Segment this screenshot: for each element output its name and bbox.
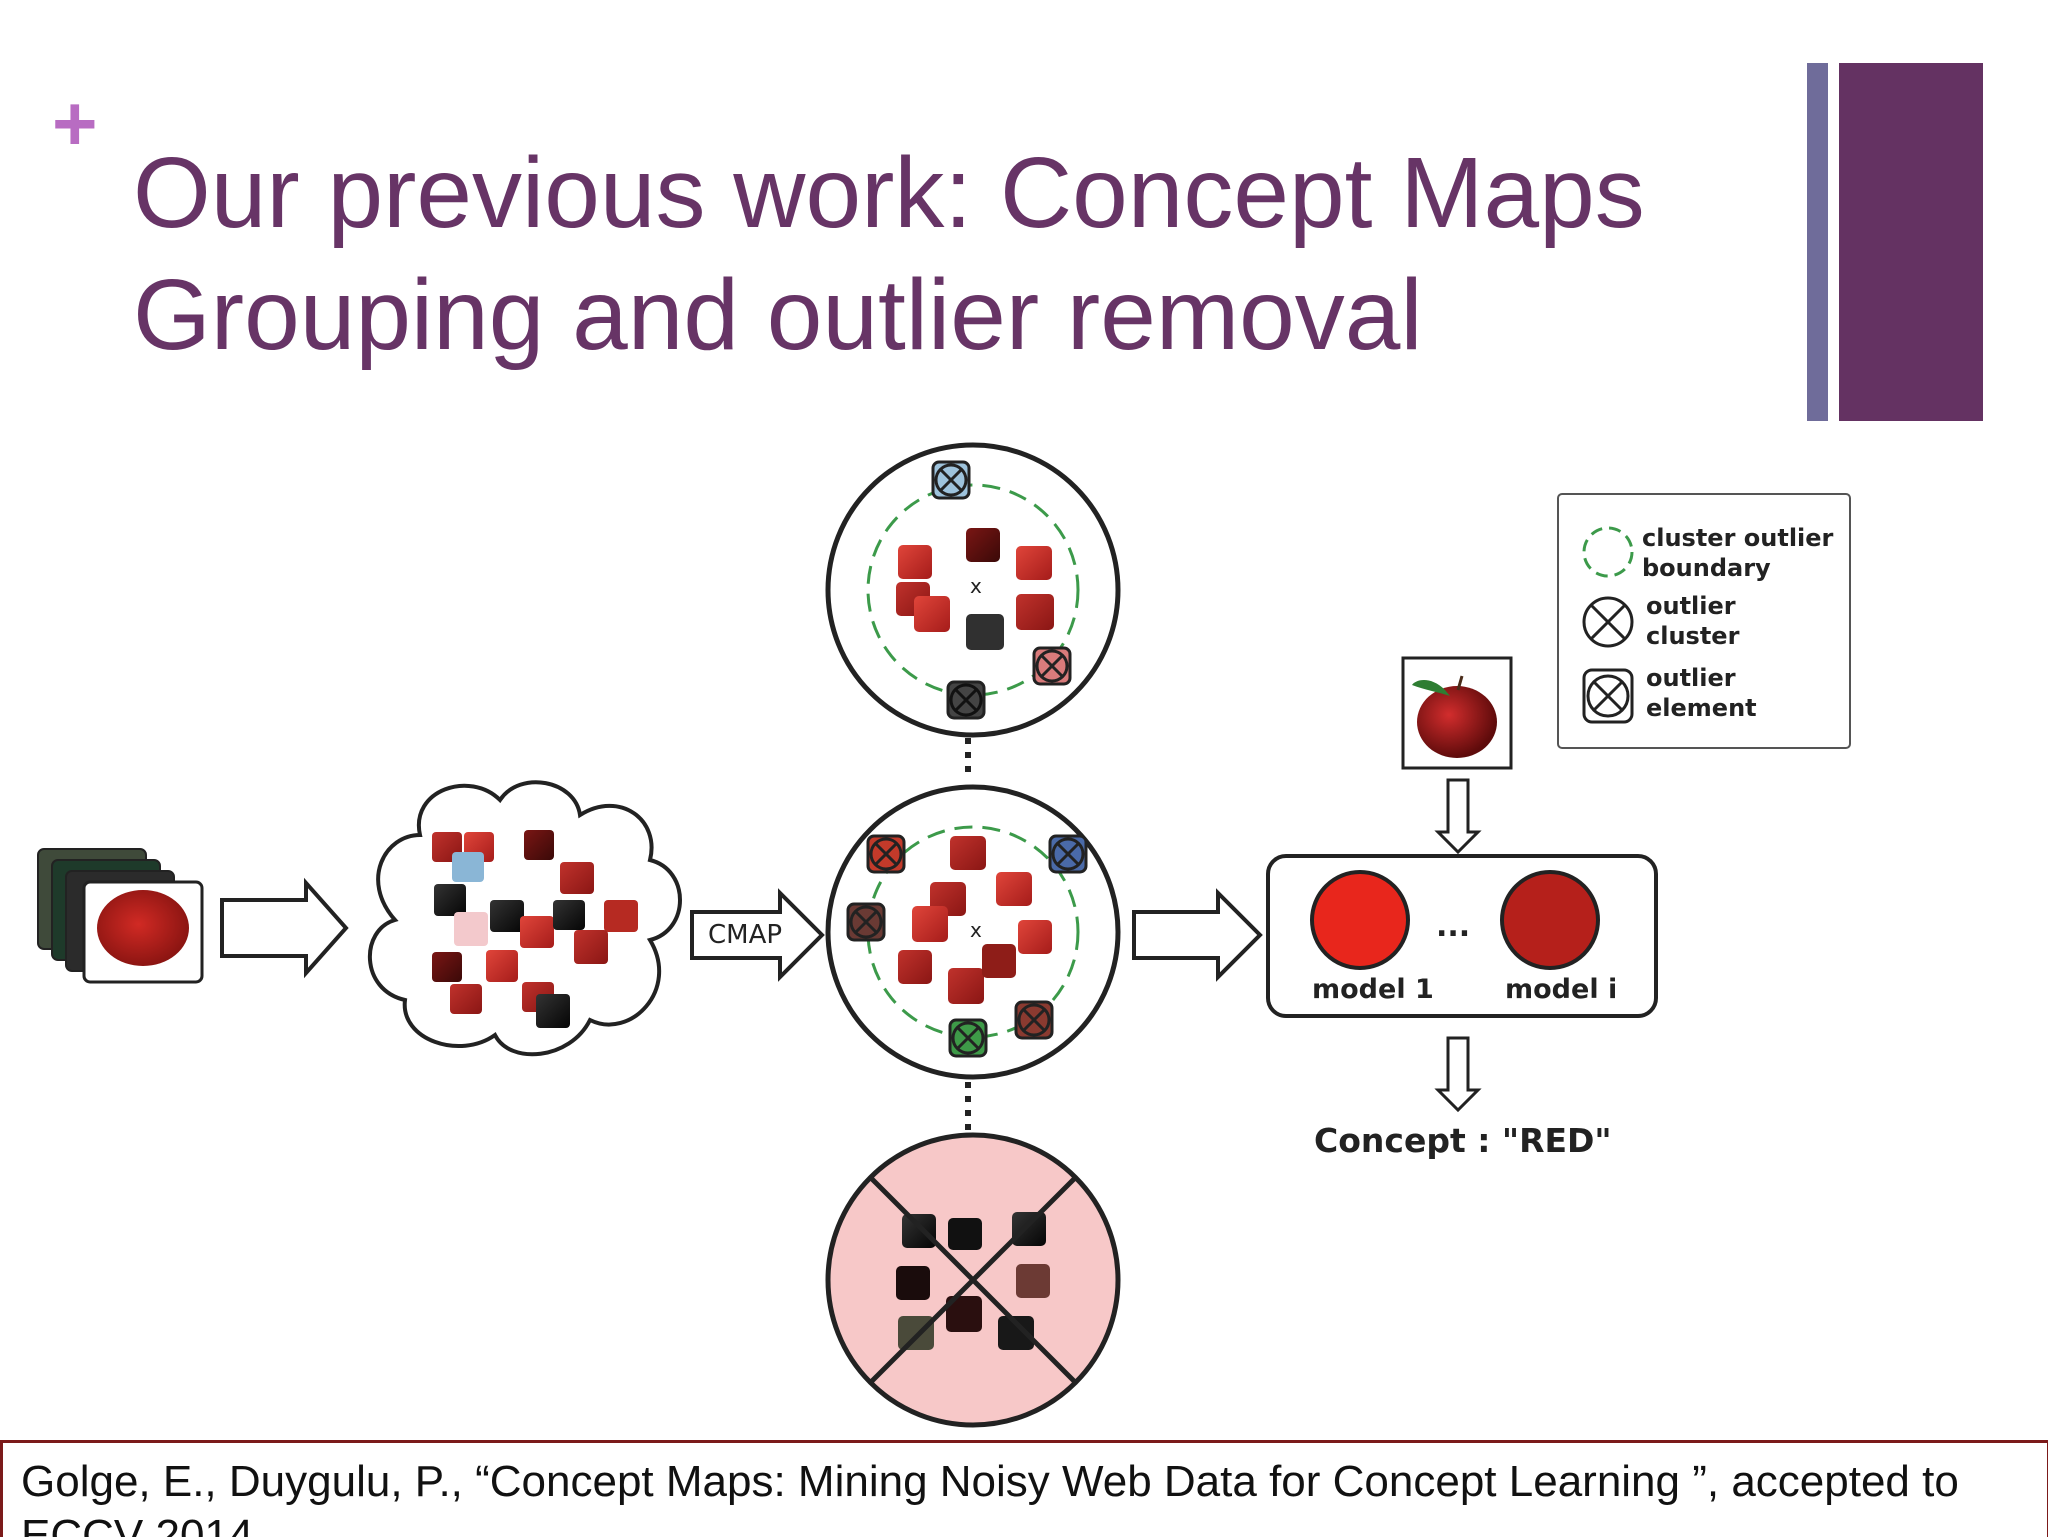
decor-bar-thin xyxy=(1807,63,1828,421)
title-line-2: Grouping and outlier removal xyxy=(133,259,1423,371)
cluster-middle: x xyxy=(825,784,1121,1080)
down-arrow-concept xyxy=(1434,1036,1482,1113)
cmap-arrow xyxy=(690,888,825,982)
legend-outlier-element-line1: outlier xyxy=(1646,664,1736,692)
title-line-1: Our previous work: Concept Maps xyxy=(133,137,1645,249)
concept-label: Concept : "RED" xyxy=(1314,1121,1612,1160)
outlier-element-legend-icon xyxy=(1582,668,1634,724)
model-i-label: model i xyxy=(1505,974,1617,1005)
citation-text: Golge, E., Duygulu, P., “Concept Maps: M… xyxy=(21,1457,1959,1537)
plus-icon: + xyxy=(52,79,98,167)
cmap-label: CMAP xyxy=(708,920,782,950)
legend-outlier-cluster-line1: outlier xyxy=(1646,592,1736,620)
cluster-center-mark: x xyxy=(970,918,982,942)
input-image-stack xyxy=(37,848,204,984)
outlier-element-icon xyxy=(866,834,906,874)
cluster-top: x xyxy=(825,442,1121,738)
flow-arrow-2 xyxy=(1132,888,1263,982)
outlier-cluster-bottom xyxy=(825,1132,1121,1428)
slide-title: Our previous work: Concept Maps Grouping… xyxy=(133,132,1773,376)
outlier-element-icon xyxy=(948,1018,988,1058)
cluster-center-mark: x xyxy=(970,574,982,598)
boundary-legend-icon xyxy=(1582,526,1634,578)
image-cloud xyxy=(368,780,682,1057)
model-1-label: model 1 xyxy=(1312,974,1434,1005)
outlier-element-icon xyxy=(1014,1000,1054,1040)
flow-arrow-1 xyxy=(220,877,349,979)
citation-box: Golge, E., Duygulu, P., “Concept Maps: M… xyxy=(0,1440,2048,1537)
outlier-element-icon xyxy=(946,680,986,720)
apple-image xyxy=(1401,656,1513,770)
outlier-element-icon xyxy=(1048,834,1088,874)
legend-box: cluster outlier boundary outlier cluster… xyxy=(1557,493,1851,749)
model-1-circle xyxy=(1310,870,1410,970)
legend-outlier-cluster-line2: cluster xyxy=(1646,622,1740,650)
down-arrow-apple xyxy=(1434,778,1482,855)
concept-maps-diagram: CMAP x xyxy=(37,442,1851,1428)
outlier-cluster-legend-icon xyxy=(1582,596,1634,648)
models-ellipsis: ... xyxy=(1436,909,1470,944)
legend-outlier-element-line2: element xyxy=(1646,694,1757,722)
outlier-element-icon xyxy=(846,902,886,942)
models-box: ... model 1 model i xyxy=(1266,854,1658,1018)
legend-boundary-line1: cluster outlier xyxy=(1642,524,1834,552)
outlier-element-icon xyxy=(931,460,971,500)
decor-bar-thick xyxy=(1839,63,1983,421)
legend-boundary-line2: boundary xyxy=(1642,554,1771,582)
model-i-circle xyxy=(1500,870,1600,970)
outlier-element-icon xyxy=(1032,646,1072,686)
